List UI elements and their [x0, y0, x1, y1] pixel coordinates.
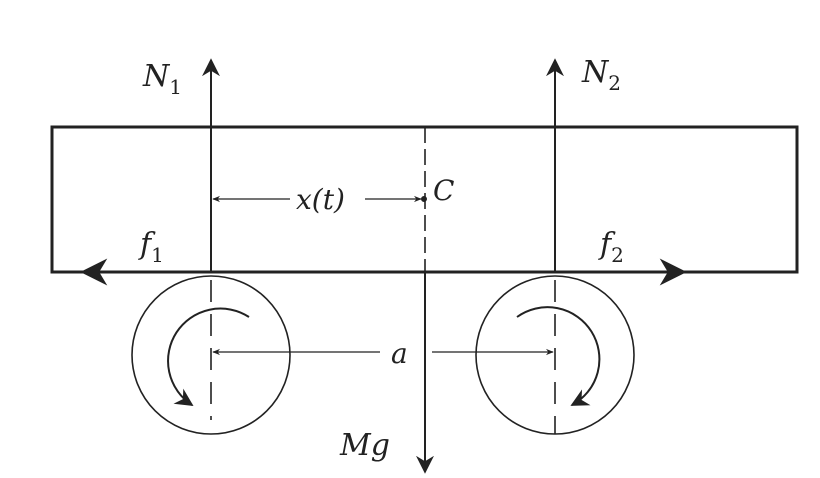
xt-label: x(t) [296, 183, 345, 216]
left-wheel-rotation-arrow [167, 307, 250, 406]
right-wheel-rotation-arrow [516, 306, 601, 406]
f2-label: f2 [598, 227, 624, 267]
n2-label: N2 [581, 55, 621, 95]
center-of-mass-point [421, 196, 427, 202]
left-wheel [131, 275, 291, 435]
c-label: C [433, 174, 454, 207]
a-label: a [391, 337, 408, 370]
n1-label: N1 [142, 59, 182, 99]
mg-label: Mg [339, 428, 390, 463]
f1-label: f1 [138, 227, 164, 267]
